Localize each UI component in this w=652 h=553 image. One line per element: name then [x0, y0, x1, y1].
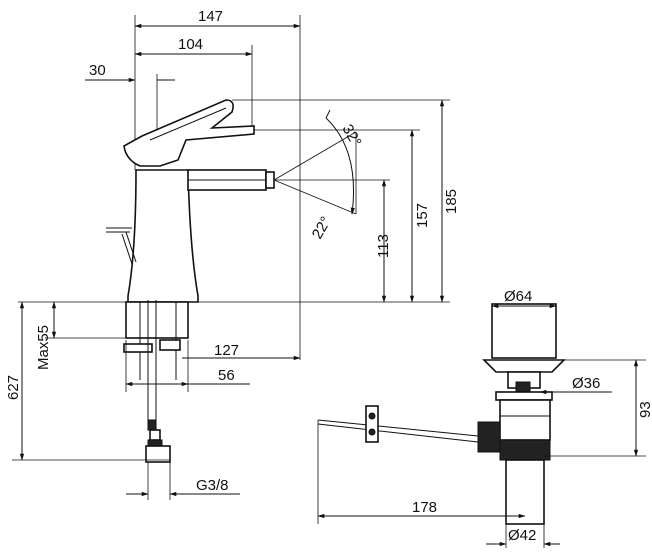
- dimension-104: 104: [134, 36, 253, 130]
- dim-104-label: 104: [178, 36, 203, 53]
- dim-157-label: 157: [414, 203, 431, 228]
- dimension-147: 147: [134, 8, 301, 360]
- dim-113-label: 113: [375, 234, 392, 258]
- dim-max55-label: Max55: [35, 325, 52, 370]
- dim-dia36-label: Ø36: [572, 375, 600, 392]
- dim-627-label: 627: [5, 375, 22, 400]
- dim-56-label: 56: [218, 367, 235, 384]
- mounting-assembly: [123, 300, 189, 463]
- dim-178-label: 178: [412, 499, 437, 516]
- dimension-113: 113: [375, 179, 392, 303]
- dim-147-label: 147: [198, 8, 223, 25]
- dim-127-label: 127: [214, 342, 239, 359]
- dimension-dia42: Ø42: [486, 524, 560, 548]
- angle-22-label: 22°: [309, 214, 335, 242]
- dimension-127: 127: [182, 342, 301, 361]
- faucet-body: [106, 99, 275, 303]
- dimension-185: 185: [232, 99, 460, 303]
- dimension-dia36: Ø36: [539, 375, 612, 395]
- dim-93-label: 93: [637, 401, 652, 418]
- dimension-dia64: Ø64: [491, 288, 557, 309]
- dim-dia64-label: Ø64: [504, 288, 532, 305]
- dimension-56: 56: [125, 340, 250, 392]
- dim-30-label: 30: [89, 62, 106, 79]
- dimension-g38: G3/8: [126, 462, 240, 500]
- dim-dia42-label: Ø42: [508, 527, 536, 544]
- dimension-93: 93: [544, 359, 652, 457]
- dimension-157: 157: [254, 129, 431, 303]
- dim-185-label: 185: [443, 189, 460, 214]
- dimension-max55: Max55: [35, 301, 130, 370]
- dimension-627: 627: [5, 301, 170, 461]
- dimension-178: 178: [317, 420, 526, 524]
- dimension-30: 30: [85, 62, 175, 165]
- angle-32-label: 32°: [339, 122, 365, 150]
- pop-up-waste: [317, 303, 566, 525]
- dim-g38-label: G3/8: [196, 477, 229, 494]
